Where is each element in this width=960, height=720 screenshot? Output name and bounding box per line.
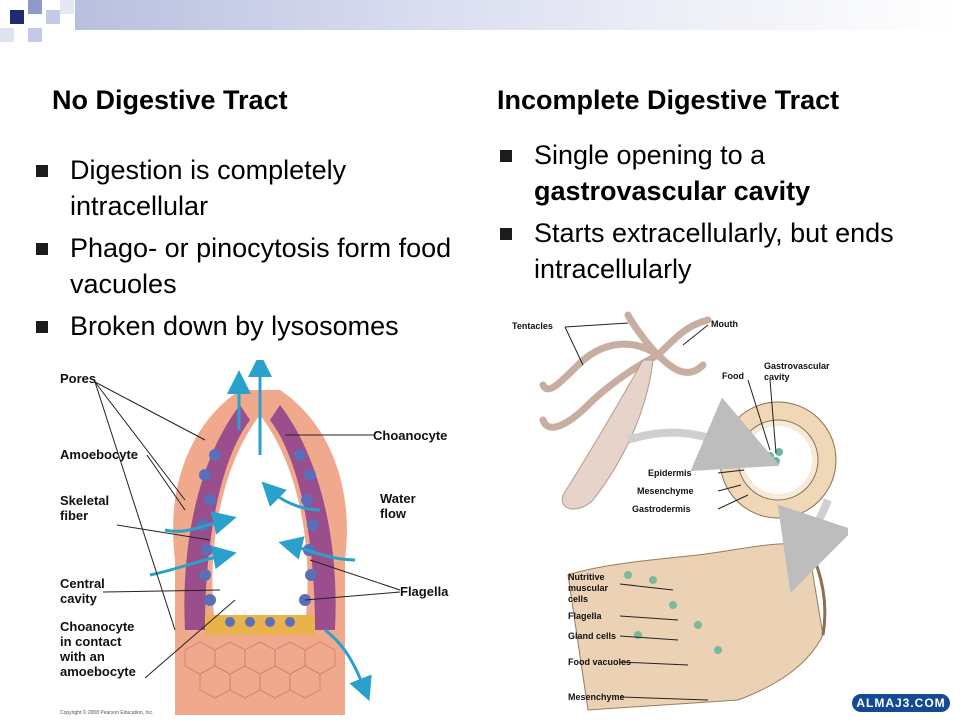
label-choanocyte: Choanocyte	[373, 428, 447, 443]
bullet-text: Digestion is completely intracellular	[70, 155, 347, 221]
hydra-body-icon	[561, 359, 654, 510]
left-heading: No Digestive Tract	[52, 85, 288, 115]
label-water-flow-1: Water	[380, 491, 416, 506]
bullet-square-icon	[500, 150, 512, 162]
label-mesenchyme-bottom: Mesenchyme	[568, 692, 625, 702]
copyright-text: Copyright © 2008 Pearson Education, Inc.	[60, 710, 154, 716]
bullet-square-icon	[36, 243, 48, 255]
label-amoebocyte: Amoebocyte	[60, 447, 138, 462]
label-mesenchyme: Mesenchyme	[637, 486, 694, 496]
label-gastrodermis: Gastrodermis	[632, 504, 691, 514]
label-tentacles: Tentacles	[512, 321, 553, 331]
central-cavity-shape	[212, 415, 308, 625]
hydra-diagram: Tentacles Mouth Food Gastrovascular cavi…	[512, 311, 848, 711]
title-gradient-bar	[75, 0, 960, 30]
bullet-bold-term: gastrovascular cavity	[534, 176, 811, 206]
bullet-square-icon	[36, 165, 48, 177]
deco-square	[60, 0, 74, 14]
label-nutritive-1: Nutritive	[568, 572, 605, 582]
label-nutritive-3: cells	[568, 594, 588, 604]
bullet-text: Broken down by lysosomes	[70, 311, 399, 341]
sponge-diagram: Pores Amoebocyte Skeletal fiber Central …	[59, 360, 449, 715]
bullet-square-icon	[36, 321, 48, 333]
bullet-text: Phago- or pinocytosis form food vacuoles	[70, 233, 452, 299]
list-item: Single opening to a gastrovascular cavit…	[497, 137, 917, 209]
label-gland-cells: Gland cells	[568, 631, 616, 641]
label-gastrovascular-2: cavity	[764, 372, 790, 382]
label-food-vacuoles: Food vacuoles	[568, 657, 631, 667]
label-choanocyte-contact-4: amoebocyte	[60, 664, 136, 679]
label-pores: Pores	[60, 371, 96, 386]
label-central-cavity-1: Central	[60, 576, 105, 591]
deco-square	[28, 28, 42, 42]
right-bullet-list: Single opening to a gastrovascular cavit…	[497, 137, 917, 293]
label-gastrovascular-1: Gastrovascular	[764, 361, 830, 371]
deco-square	[46, 10, 60, 24]
label-central-cavity-2: cavity	[60, 591, 98, 606]
label-skeletal-fiber-2: fiber	[60, 508, 88, 523]
list-item: Phago- or pinocytosis form food vacuoles	[33, 230, 458, 302]
bullet-square-icon	[500, 228, 512, 240]
label-water-flow-2: flow	[380, 506, 407, 521]
label-epidermis: Epidermis	[648, 468, 692, 478]
bullet-text: Starts extracellularly, but ends intrace…	[534, 218, 894, 284]
deco-square	[0, 28, 14, 42]
list-item: Broken down by lysosomes	[33, 308, 458, 344]
list-item: Starts extracellularly, but ends intrace…	[497, 215, 917, 287]
label-choanocyte-contact-2: in contact	[60, 634, 122, 649]
watermark-logo: ALMAJ3.COM	[852, 694, 950, 712]
bullet-text: Single opening to a	[534, 140, 766, 170]
label-skeletal-fiber-1: Skeletal	[60, 493, 109, 508]
left-bullet-list: Digestion is completely intracellular Ph…	[33, 152, 458, 350]
label-mouth: Mouth	[711, 319, 738, 329]
deco-square	[10, 10, 24, 24]
label-nutritive-2: muscular	[568, 583, 609, 593]
label-flagella: Flagella	[400, 584, 449, 599]
label-food: Food	[722, 371, 744, 381]
label-choanocyte-contact-3: with an	[59, 649, 105, 664]
list-item: Digestion is completely intracellular	[33, 152, 458, 224]
deco-square	[28, 0, 42, 14]
label-choanocyte-contact-1: Choanocyte	[60, 619, 134, 634]
label-flagella-hydra: Flagella	[568, 611, 603, 621]
right-heading: Incomplete Digestive Tract	[497, 85, 840, 115]
